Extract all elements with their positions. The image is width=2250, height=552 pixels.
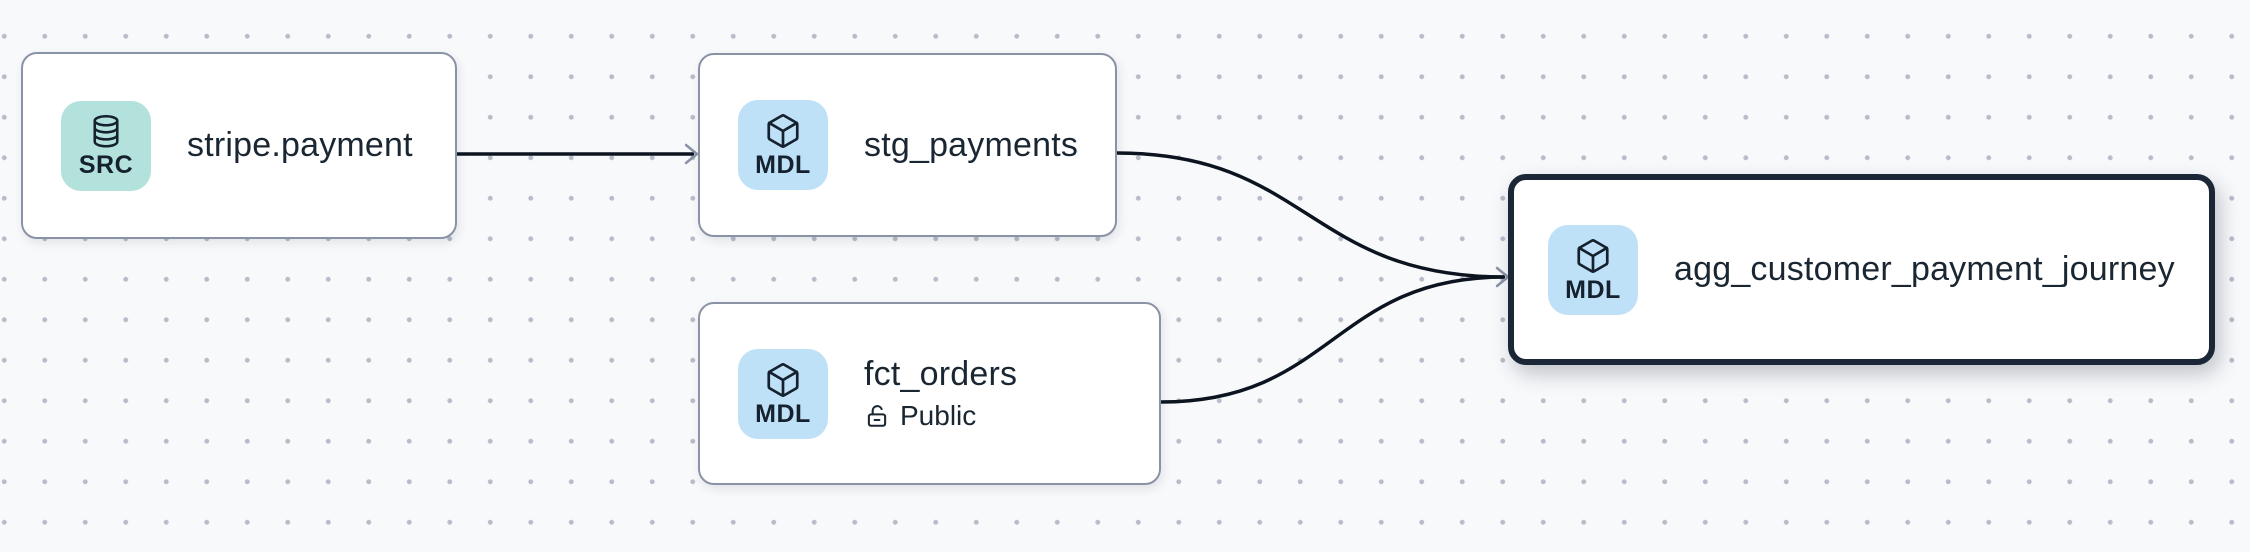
- node-title: stripe.payment: [187, 126, 413, 164]
- source-badge: SRC: [61, 100, 151, 191]
- arrowhead-icon: [684, 143, 699, 165]
- node-title: fct_orders: [864, 355, 1018, 393]
- badge-label: SRC: [78, 150, 134, 179]
- badge-label: MDL: [755, 151, 811, 179]
- model-badge: MDL: [738, 100, 828, 190]
- badge-label: MDL: [755, 399, 811, 428]
- node-title: agg_customer_payment_journey: [1674, 250, 2175, 288]
- model-badge: MDL: [738, 348, 828, 439]
- node-text: fct_orders Public: [864, 355, 1017, 432]
- lock-open-icon: [867, 405, 887, 427]
- edge-fct-orders-to-agg: [1160, 275, 1506, 404]
- access-row: Public: [864, 400, 1017, 432]
- cube-icon: [767, 362, 799, 397]
- node-stg-payments[interactable]: MDL stg_payments: [698, 53, 1117, 237]
- cube-icon: [767, 114, 799, 148]
- badge-label: MDL: [1565, 275, 1621, 304]
- node-title: stg_payments: [864, 125, 1079, 164]
- access-label: Public: [900, 400, 977, 431]
- node-agg-customer-payment-journey[interactable]: MDL agg_customer_payment_journey: [1508, 174, 2215, 365]
- edge-stg-payments-to-agg: [1116, 151, 1506, 279]
- database-icon: [93, 114, 119, 148]
- cube-icon: [1577, 238, 1609, 273]
- node-stripe-payment[interactable]: SRC stripe.payment: [21, 52, 457, 239]
- model-badge: MDL: [1548, 224, 1638, 315]
- node-fct-orders[interactable]: MDL fct_orders Public: [698, 302, 1161, 485]
